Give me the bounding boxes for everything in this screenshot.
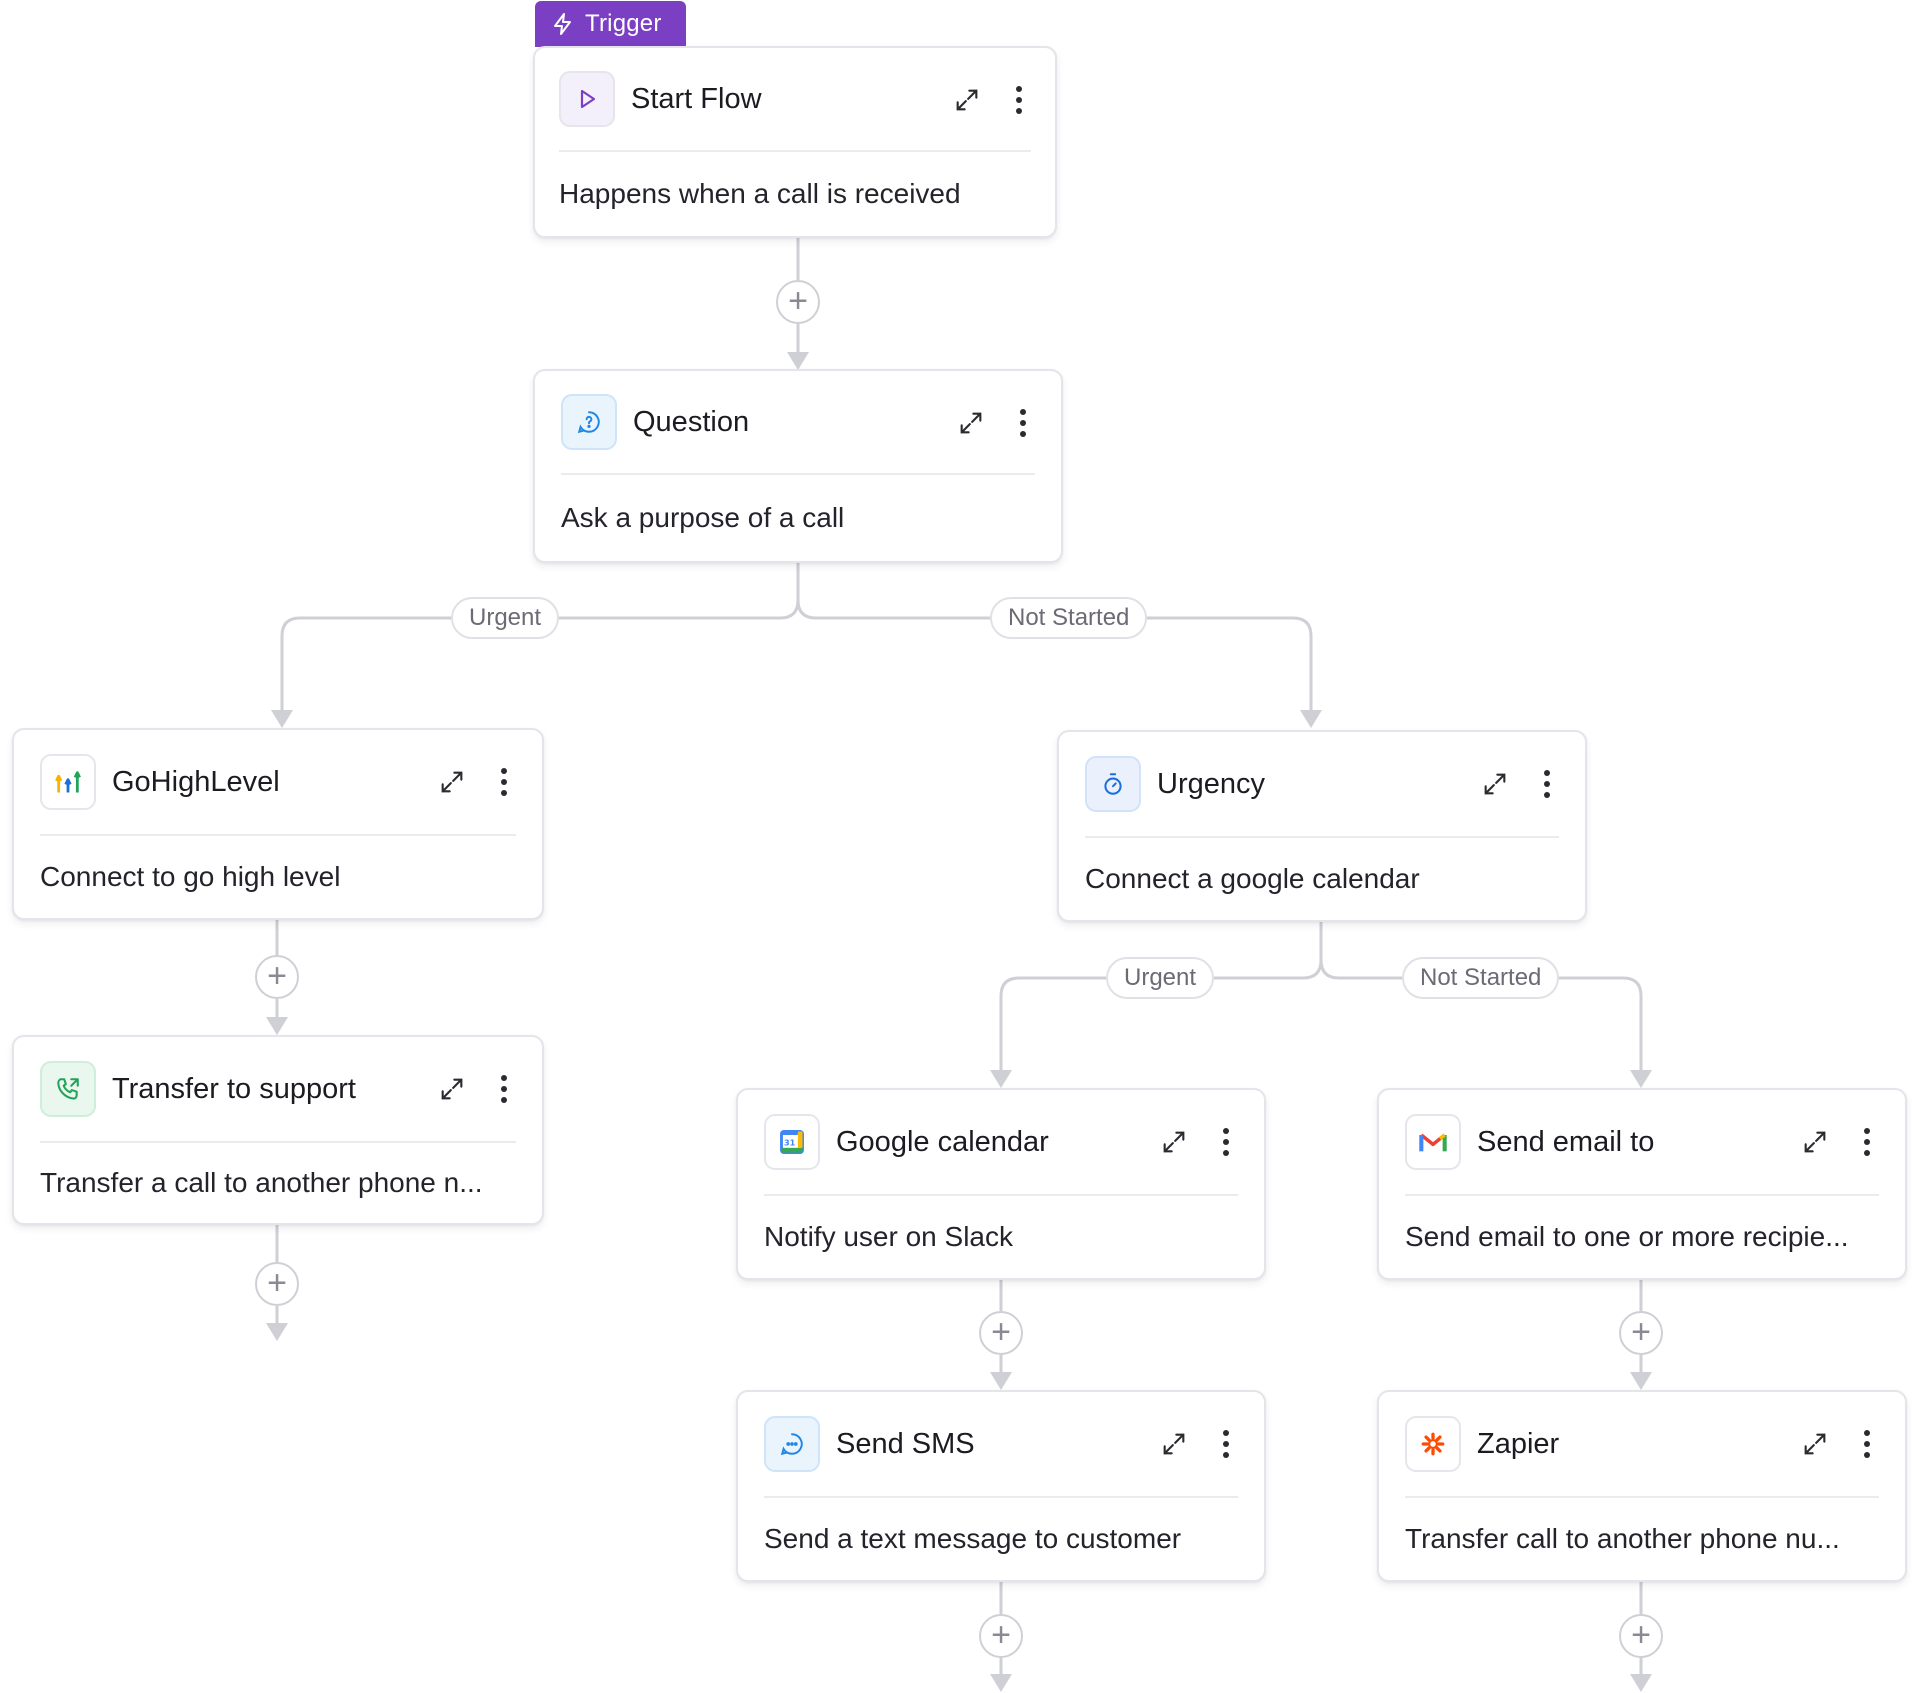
- node-title: Zapier: [1477, 1427, 1560, 1460]
- lightning-icon: [554, 13, 571, 35]
- node-header: Urgency: [1085, 732, 1559, 838]
- gmail-icon: [1405, 1114, 1461, 1170]
- node-title: GoHighLevel: [112, 765, 280, 798]
- node-description: Send a text message to customer: [764, 1523, 1182, 1554]
- more-options-icon[interactable]: [1216, 1426, 1236, 1462]
- expand-icon[interactable]: [1479, 768, 1511, 800]
- expand-icon[interactable]: [1158, 1428, 1190, 1460]
- trigger-tag-label: Trigger: [585, 10, 662, 37]
- expand-icon[interactable]: [955, 407, 987, 439]
- branch-label-not-started[interactable]: Not Started: [1402, 957, 1560, 999]
- node-header: Start Flow: [559, 48, 1031, 152]
- more-options-icon[interactable]: [494, 1071, 514, 1107]
- node-transfer-to-support[interactable]: Transfer to support Transfer a call to a…: [12, 1035, 544, 1225]
- add-step-button[interactable]: +: [1619, 1311, 1663, 1355]
- add-step-button[interactable]: +: [979, 1614, 1023, 1658]
- gohighlevel-logo-icon: [40, 754, 96, 810]
- expand-icon[interactable]: [1158, 1126, 1190, 1158]
- node-header: Zapier: [1405, 1392, 1879, 1498]
- node-description: Connect a google calendar: [1085, 863, 1420, 894]
- node-question[interactable]: Question Ask a purpose of a call: [533, 369, 1063, 563]
- play-icon: [559, 71, 615, 127]
- more-options-icon[interactable]: [1857, 1426, 1877, 1462]
- add-step-button[interactable]: +: [255, 955, 299, 999]
- node-send-email[interactable]: Send email to Send email to one or more …: [1377, 1088, 1907, 1280]
- node-title: Send SMS: [836, 1427, 975, 1460]
- add-step-button[interactable]: +: [776, 280, 820, 324]
- node-description: Connect to go high level: [40, 861, 341, 892]
- expand-icon[interactable]: [1799, 1126, 1831, 1158]
- plus-icon: +: [267, 1263, 287, 1302]
- node-start-flow[interactable]: Start Flow Happens when a call is receiv…: [533, 46, 1057, 238]
- node-urgency[interactable]: Urgency Connect a google calendar: [1057, 730, 1587, 922]
- node-description: Notify user on Slack: [764, 1221, 1013, 1252]
- plus-icon: +: [788, 281, 808, 320]
- more-options-icon[interactable]: [1013, 405, 1033, 441]
- node-header: Question: [561, 371, 1035, 475]
- node-header: 31 Google calendar: [764, 1090, 1238, 1196]
- node-description: Ask a purpose of a call: [561, 502, 845, 533]
- trigger-tag: Trigger: [535, 1, 686, 47]
- node-title: Question: [633, 405, 750, 438]
- question-bubble-icon: [561, 394, 617, 450]
- node-title: Start Flow: [631, 82, 762, 115]
- node-title: Google calendar: [836, 1125, 1049, 1158]
- more-options-icon[interactable]: [494, 764, 514, 800]
- node-header: Send SMS: [764, 1392, 1238, 1498]
- add-step-button[interactable]: +: [255, 1262, 299, 1306]
- add-step-button[interactable]: +: [1619, 1614, 1663, 1658]
- node-google-calendar[interactable]: 31 Google calendar Notify user on Slack: [736, 1088, 1266, 1280]
- svg-text:31: 31: [784, 1138, 796, 1148]
- more-options-icon[interactable]: [1216, 1124, 1236, 1160]
- plus-icon: +: [991, 1312, 1011, 1351]
- node-send-sms[interactable]: Send SMS Send a text message to customer: [736, 1390, 1266, 1582]
- node-description: Transfer a call to another phone n...: [40, 1167, 483, 1198]
- node-description: Send email to one or more recipie...: [1405, 1221, 1849, 1252]
- expand-icon[interactable]: [436, 1073, 468, 1105]
- chat-bubble-icon: [764, 1416, 820, 1472]
- expand-icon[interactable]: [436, 766, 468, 798]
- google-calendar-icon: 31: [764, 1114, 820, 1170]
- node-header: Transfer to support: [40, 1037, 516, 1143]
- node-description: Transfer call to another phone nu...: [1405, 1523, 1840, 1554]
- branch-label-urgent[interactable]: Urgent: [1106, 957, 1215, 999]
- node-gohighlevel[interactable]: GoHighLevel Connect to go high level: [12, 728, 544, 920]
- node-header: Send email to: [1405, 1090, 1879, 1196]
- node-header: GoHighLevel: [40, 730, 516, 836]
- phone-transfer-icon: [40, 1061, 96, 1117]
- plus-icon: +: [267, 956, 287, 995]
- more-options-icon[interactable]: [1009, 82, 1029, 118]
- add-step-button[interactable]: +: [979, 1311, 1023, 1355]
- node-description: Happens when a call is received: [559, 178, 961, 209]
- branch-label-urgent[interactable]: Urgent: [451, 597, 560, 639]
- node-title: Transfer to support: [112, 1072, 356, 1105]
- zapier-icon: [1405, 1416, 1461, 1472]
- plus-icon: +: [991, 1615, 1011, 1654]
- node-zapier[interactable]: Zapier Transfer call to another phone nu…: [1377, 1390, 1907, 1582]
- node-title: Send email to: [1477, 1125, 1655, 1158]
- plus-icon: +: [1631, 1615, 1651, 1654]
- expand-icon[interactable]: [951, 84, 983, 116]
- expand-icon[interactable]: [1799, 1428, 1831, 1460]
- more-options-icon[interactable]: [1537, 766, 1557, 802]
- branch-label-not-started[interactable]: Not Started: [990, 597, 1148, 639]
- more-options-icon[interactable]: [1857, 1124, 1877, 1160]
- node-title: Urgency: [1157, 767, 1265, 800]
- plus-icon: +: [1631, 1312, 1651, 1351]
- stopwatch-icon: [1085, 756, 1141, 812]
